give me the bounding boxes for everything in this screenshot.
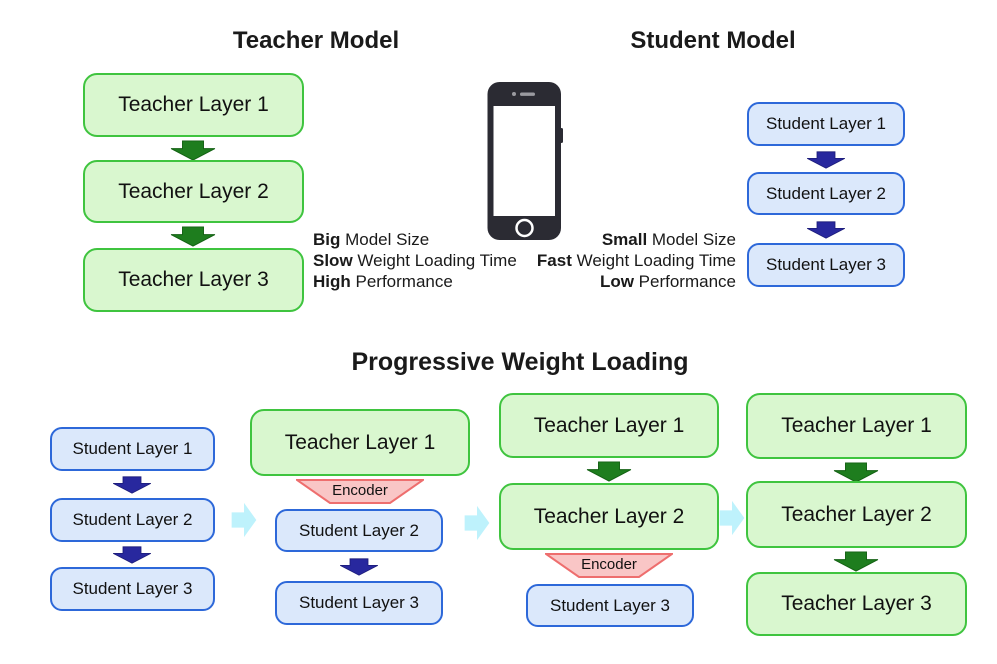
student-model-title: Student Model (630, 27, 796, 54)
down-arrow-icon (586, 461, 632, 482)
teacher-layer-1-box: Teacher Layer 1 (499, 393, 719, 458)
teacher-layer-1-box: Teacher Layer 1 (250, 409, 470, 476)
student-layer-3-box: Student Layer 3 (747, 243, 905, 287)
progressive-weight-loading-title: Progressive Weight Loading (351, 348, 689, 376)
stage-transition-arrow-icon (719, 499, 745, 537)
stage-transition-arrow-icon (231, 501, 257, 539)
teacher-layer-1-box: Teacher Layer 1 (746, 393, 967, 459)
teacher-layer-2-box: Teacher Layer 2 (499, 483, 719, 550)
spec-line: Slow Weight Loading Time (313, 251, 517, 270)
down-arrow-icon (112, 546, 152, 564)
student-layer-3-box: Student Layer 3 (50, 567, 215, 611)
down-arrow-icon (806, 221, 846, 239)
down-arrow-icon (833, 551, 879, 572)
encoder-shape: Encoder (293, 479, 427, 504)
teacher-layer-1-box: Teacher Layer 1 (83, 73, 304, 137)
encoder-shape: Encoder (542, 553, 676, 578)
student-layer-1-box: Student Layer 1 (747, 102, 905, 146)
student-specs-text: Small Model Size Fast Weight Loading Tim… (537, 229, 736, 292)
spec-line: Low Performance (599, 272, 736, 291)
teacher-layer-2-box: Teacher Layer 2 (83, 160, 304, 223)
down-arrow-icon (170, 140, 216, 161)
teacher-model-title: Teacher Model (232, 27, 400, 54)
teacher-layer-3-box: Teacher Layer 3 (746, 572, 967, 636)
student-layer-1-box: Student Layer 1 (50, 427, 215, 471)
student-layer-2-box: Student Layer 2 (275, 509, 443, 552)
down-arrow-icon (339, 558, 379, 576)
spec-line: Small Model Size (601, 230, 736, 249)
down-arrow-icon (170, 226, 216, 247)
teacher-layer-3-box: Teacher Layer 3 (83, 248, 304, 312)
smartphone-icon (487, 82, 563, 240)
student-layer-3-box: Student Layer 3 (275, 581, 443, 625)
down-arrow-icon (112, 476, 152, 494)
student-layer-3-box: Student Layer 3 (526, 584, 694, 627)
teacher-layer-2-box: Teacher Layer 2 (746, 481, 967, 548)
spec-line: Fast Weight Loading Time (536, 251, 736, 270)
encoder-label: Encoder (332, 482, 388, 499)
teacher-specs-text: Big Model Size Slow Weight Loading Time … (313, 229, 517, 292)
student-layer-2-box: Student Layer 2 (747, 172, 905, 215)
spec-line: High Performance (313, 272, 453, 291)
spec-line: Big Model Size (313, 230, 430, 249)
student-layer-2-box: Student Layer 2 (50, 498, 215, 542)
down-arrow-icon (833, 462, 879, 483)
stage-transition-arrow-icon (464, 504, 490, 542)
down-arrow-icon (806, 151, 846, 169)
encoder-label: Encoder (581, 556, 637, 573)
